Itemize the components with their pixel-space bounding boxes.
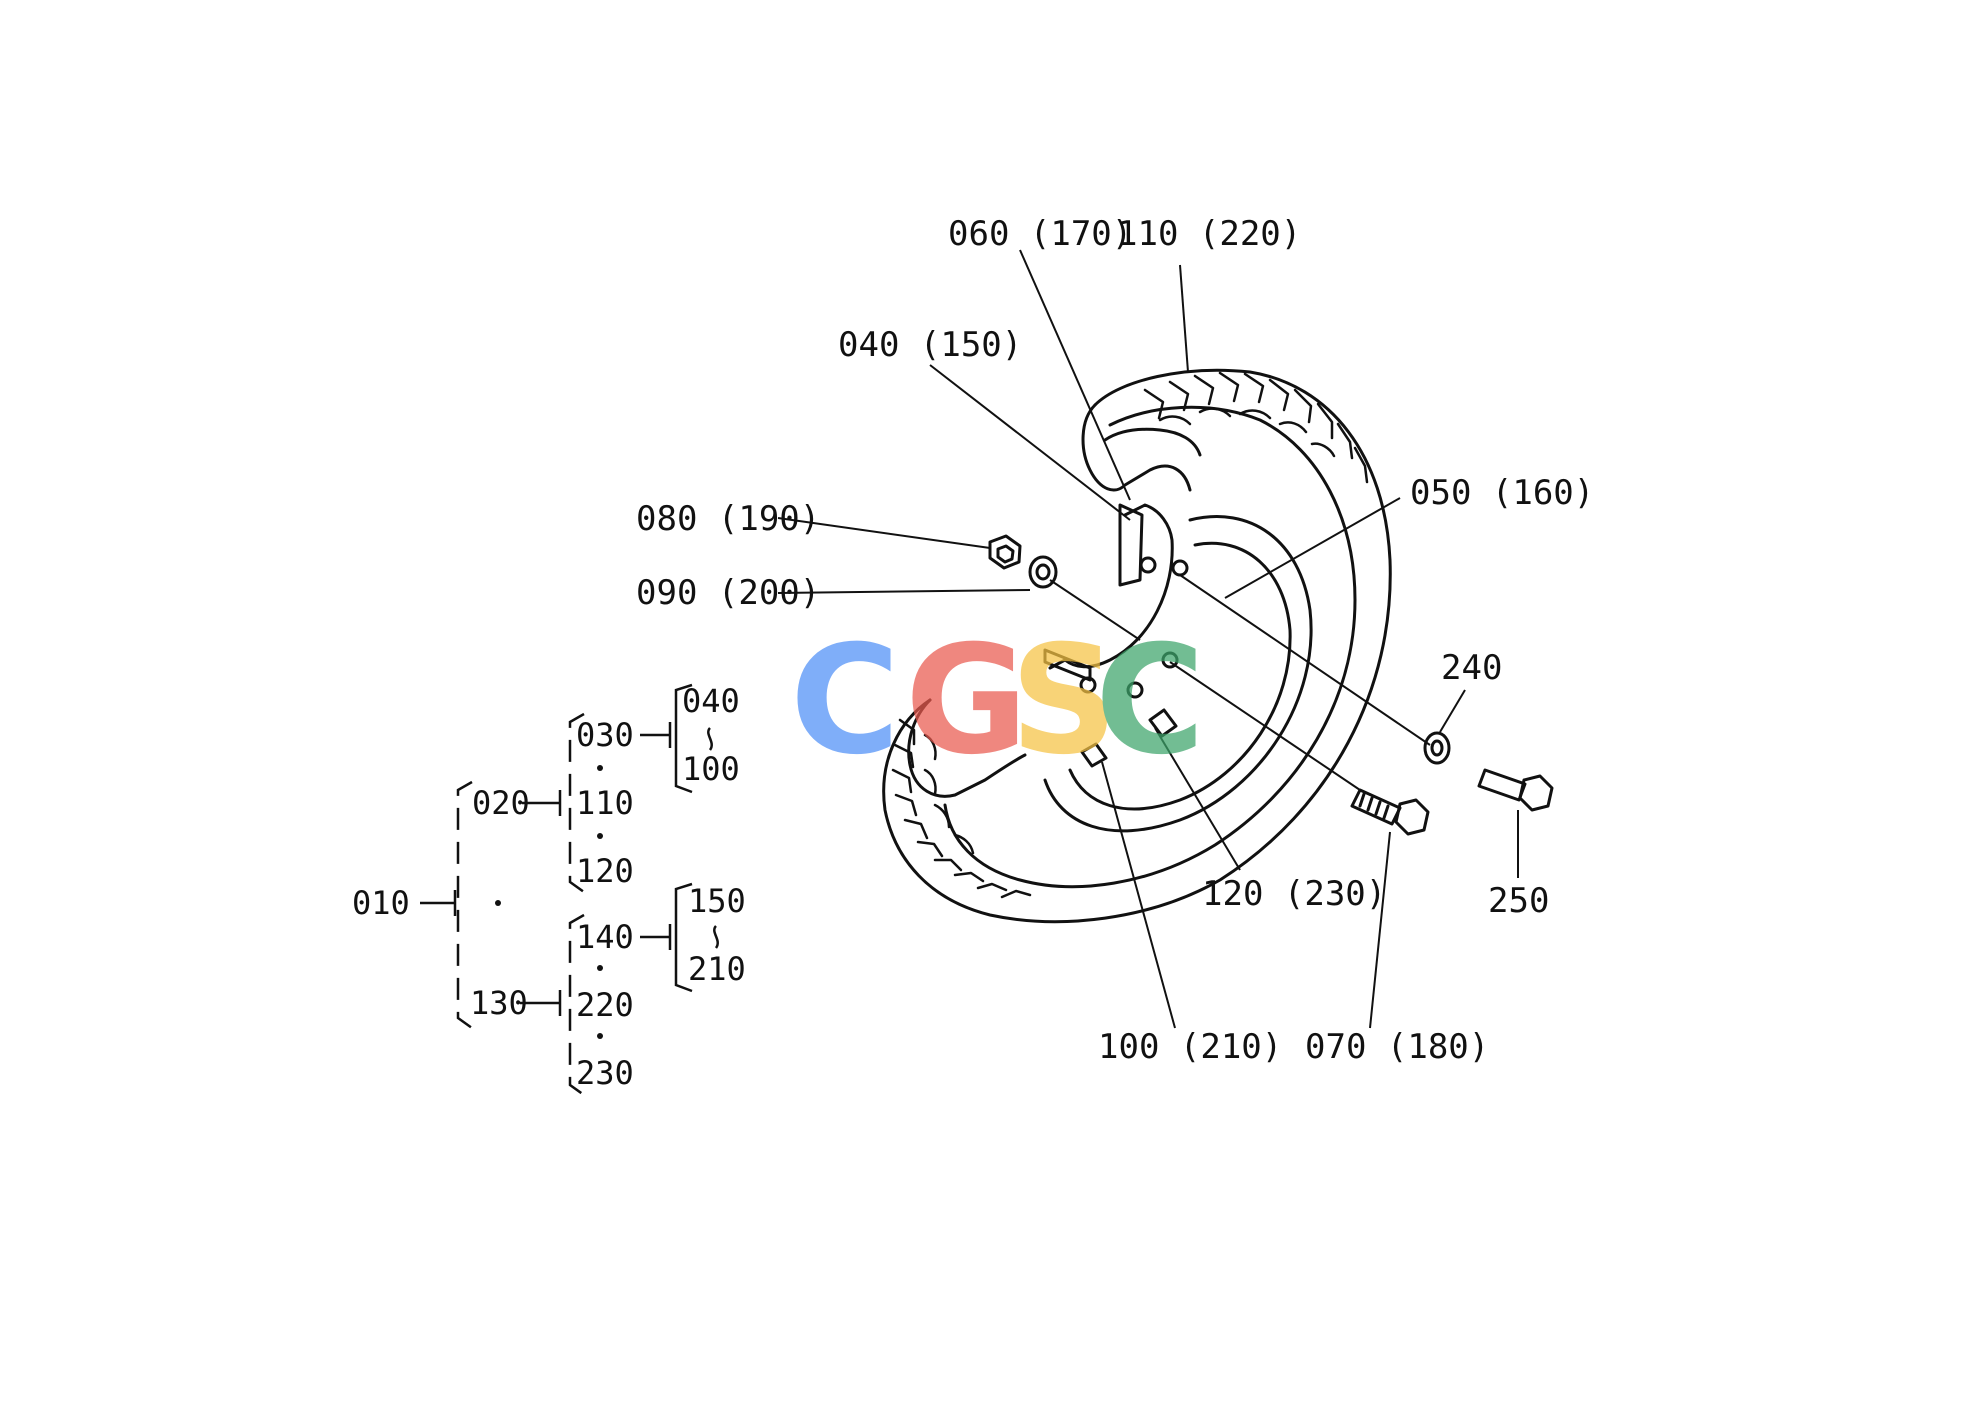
parts-hierarchy-tree: 010 020 130 030 110 120 140 220 230 040 … [352,682,746,1097]
callout-240: 240 [1441,648,1502,688]
tree-node-030: 030 [576,716,634,754]
bolt-part-070 [1350,788,1430,836]
watermark-letter: S [1010,614,1118,788]
washer-part-090 [1028,555,1058,589]
rim-outer-flange [1043,515,1313,833]
tire-tread-bottom [891,718,1032,899]
callout-labels: 060 (170) 110 (220) 040 (150) 080 (190) … [636,214,1594,1067]
leader-120-axis [1169,661,1361,791]
callout-050: 050 (160) [1410,473,1594,513]
leader-110 [1179,264,1189,373]
tree-node-150: 150 [688,882,746,920]
rim-bolt-hole [1161,651,1179,669]
callout-120: 120 (230) [1202,874,1386,914]
rim-bolt-hole [1126,681,1144,699]
leader-240-axis [1179,574,1431,746]
callout-110: 110 (220) [1117,214,1301,254]
tire-top-cut-inner [1103,427,1202,457]
callout-100: 100 (210) [1098,1027,1282,1067]
tire-outer-outline [882,368,1392,924]
valve-stem [1080,742,1108,768]
leader-060 [1019,249,1131,501]
leader-lines [777,249,1519,1029]
watermark-letter: C [1095,614,1205,788]
callout-090: 090 (200) [636,573,820,613]
nut-part-080 [988,534,1022,570]
rim-hub-plate-bottom [1043,648,1092,682]
tire-tread-top [1143,371,1369,484]
leader-090 [777,589,1031,594]
leader-090-axis [1049,579,1141,641]
leader-120 [1154,727,1241,871]
leader-040 [929,364,1131,521]
tree-node-140: 140 [576,918,634,956]
tree-node-230: 230 [576,1054,634,1092]
bolt-part-250 [1477,768,1554,812]
leader-240 [1439,689,1466,733]
rim-bolt-hole [1079,676,1097,694]
rim-inner-flange [1068,541,1292,811]
leader-080 [777,517,991,549]
valve-stem [1148,708,1178,738]
tire-inner-outline [943,405,1357,889]
tree-node-100: 100 [682,750,740,788]
tree-node-220: 220 [576,986,634,1024]
leader-070 [1369,831,1391,1029]
rim-bolt-hole [1139,556,1157,574]
tree-node-010: 010 [352,884,410,922]
watermark-letter: C [790,614,900,788]
tree-node-130: 130 [470,984,528,1022]
washer-part-240 [1423,731,1451,765]
leader-100 [1101,761,1176,1029]
tree-node-040: 040 [682,682,740,720]
hierarchy-brackets [420,683,719,1097]
callout-040: 040 (150) [838,325,1022,365]
watermark-logo: C G S C [790,614,1205,788]
tree-node-110: 110 [576,784,634,822]
rim-bolt-hole [1171,559,1189,577]
tree-node-020: 020 [472,784,530,822]
callout-060: 060 (170) [948,214,1132,254]
wheel-assembly-drawing [882,368,1554,924]
callout-250: 250 [1488,881,1549,921]
tree-node-120: 120 [576,852,634,890]
tree-node-210: 210 [688,950,746,988]
hierarchy-dots [495,765,603,1039]
leader-050 [1224,497,1401,599]
watermark-letter: G [905,614,1028,788]
callout-070: 070 (180) [1305,1027,1489,1067]
tire-top-cut-section [1081,403,1192,492]
rim-hub-plate-top [1118,503,1144,587]
callout-080: 080 (190) [636,499,820,539]
